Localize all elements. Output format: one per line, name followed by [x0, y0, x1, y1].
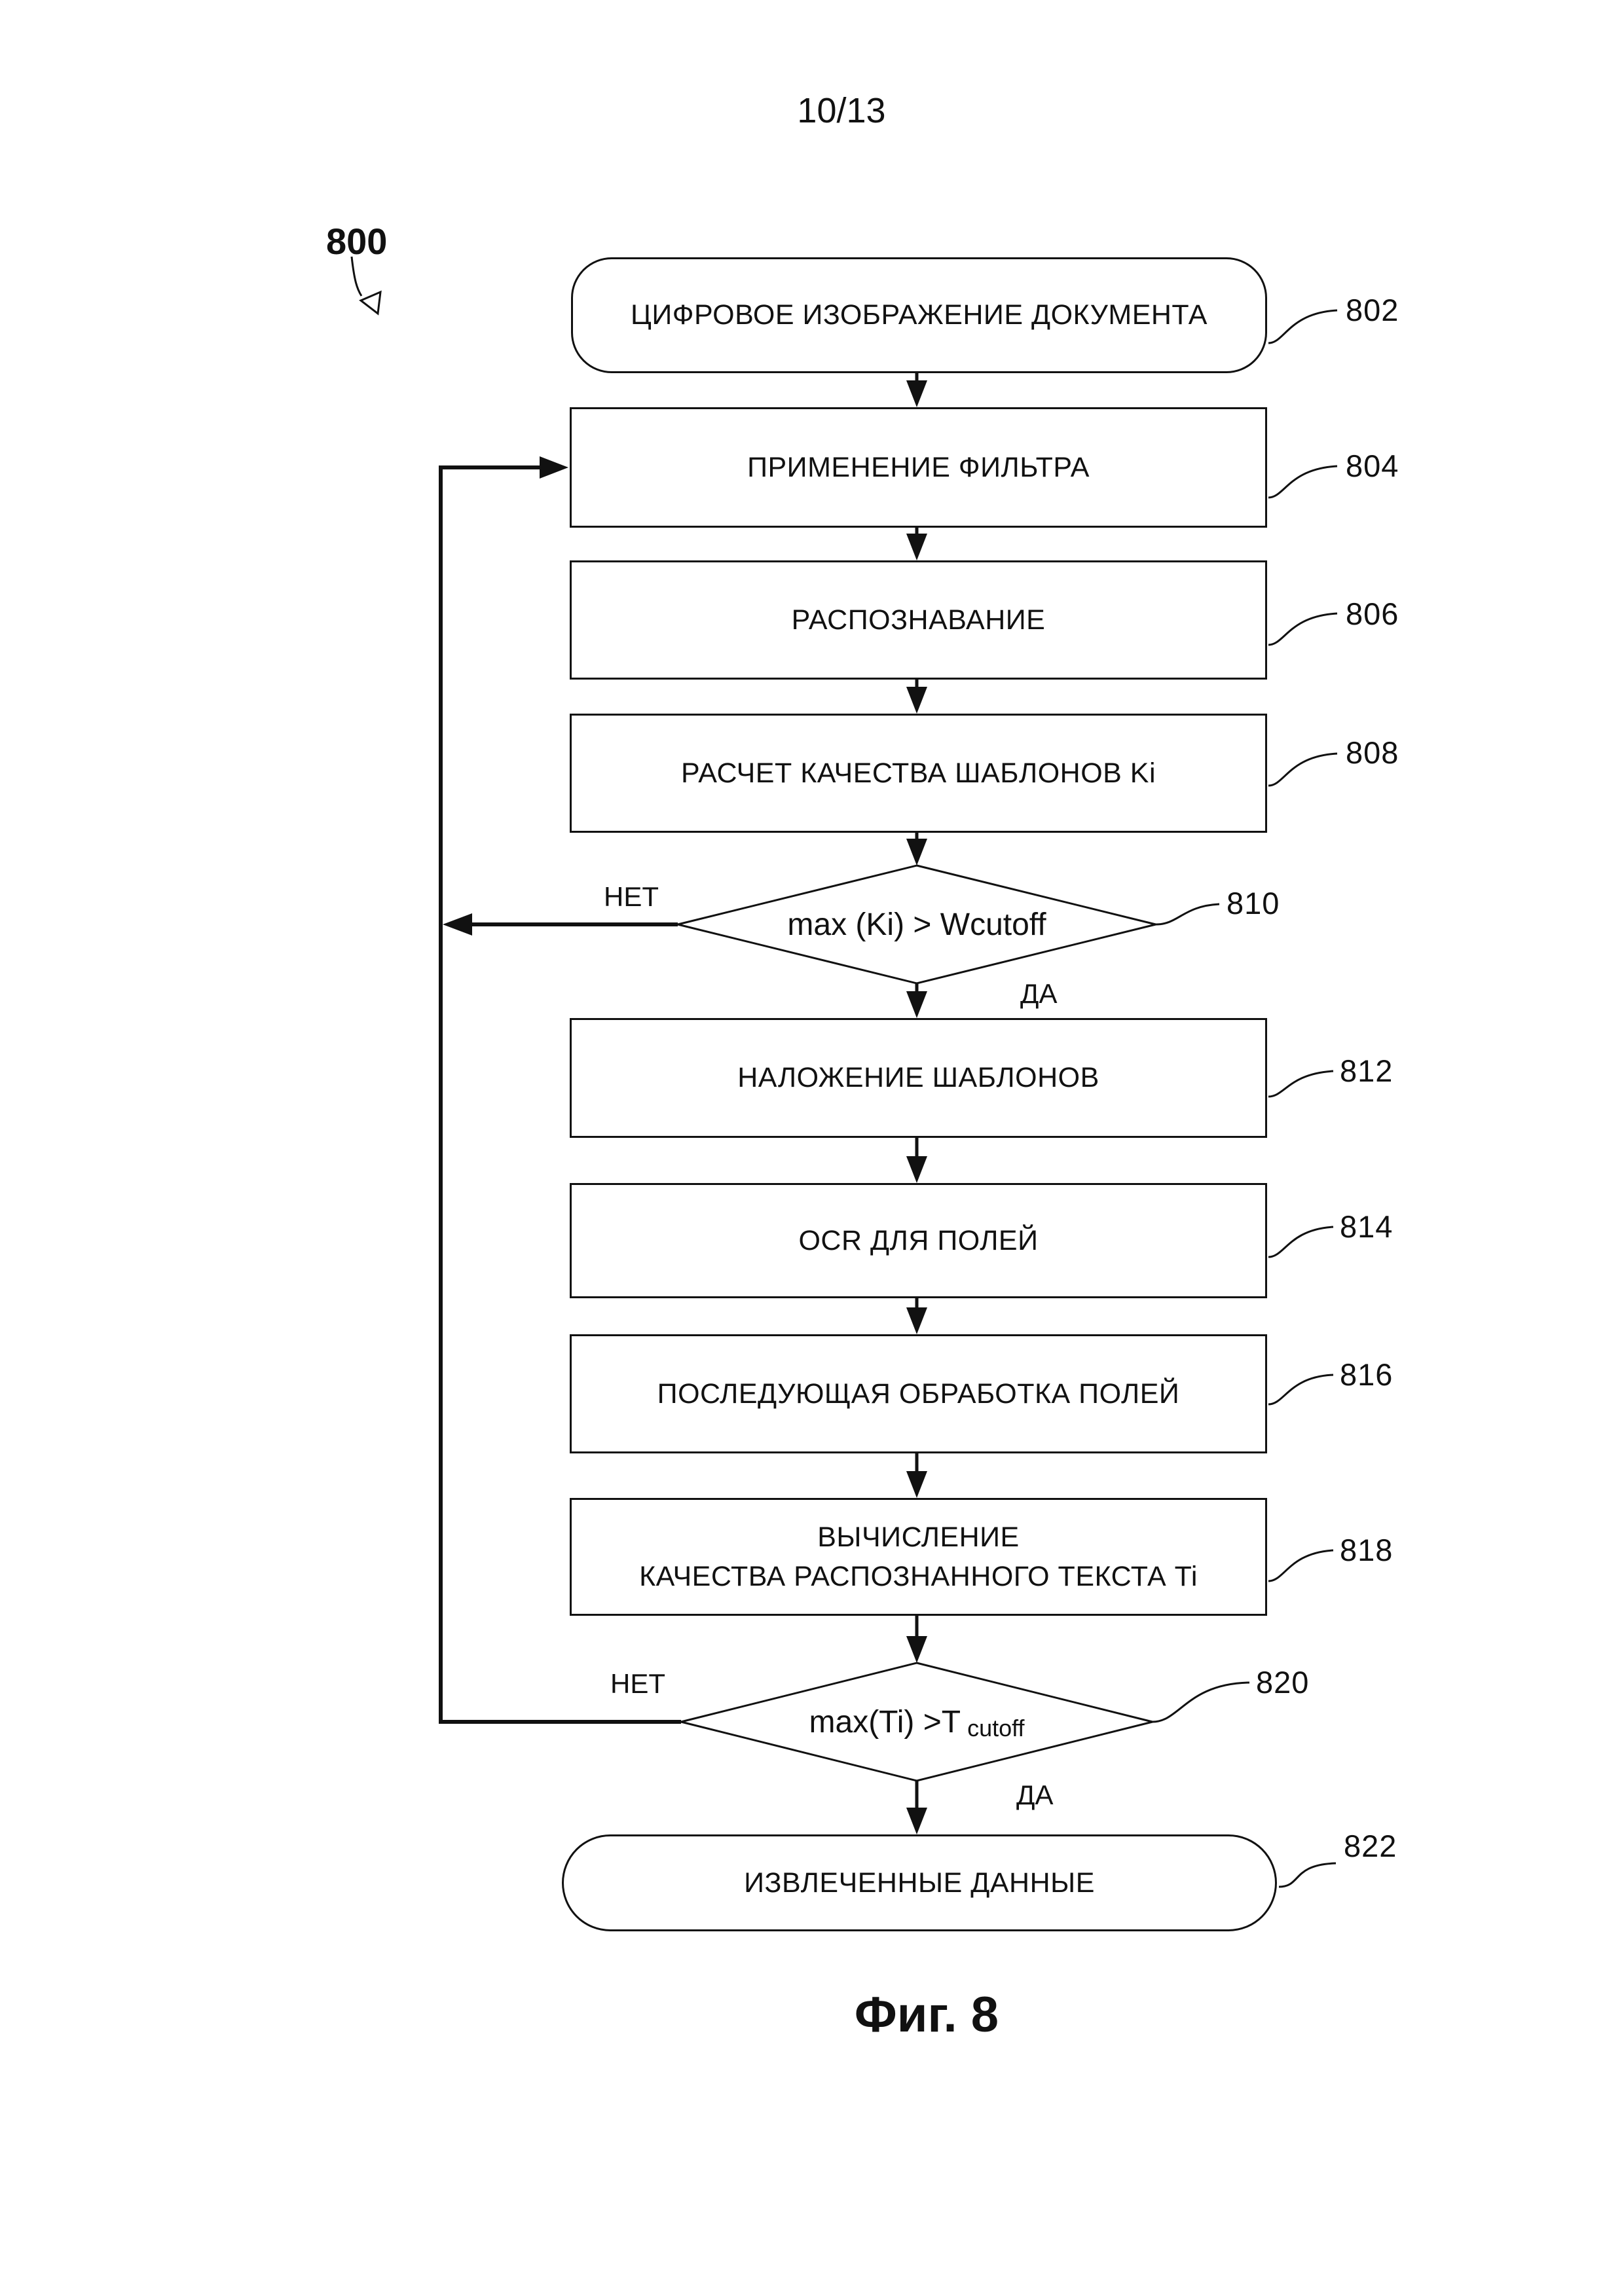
decision-820-label-subscript: cutoff: [967, 1715, 1025, 1741]
node-814-ocr-fields: OCR ДЛЯ ПОЛЕЙ: [570, 1183, 1267, 1298]
arrow-814-816-head: [906, 1307, 927, 1334]
ref-804: 804: [1346, 448, 1399, 483]
diagram-ref-label: 800: [326, 221, 388, 262]
diagram-ref-pointer-arrowhead: [359, 290, 382, 316]
ref-leader-818: [1268, 1549, 1334, 1582]
arrow-808-810-head: [906, 839, 927, 866]
feedback-loop-line: [439, 465, 681, 1724]
ref-802: 802: [1346, 293, 1399, 327]
node-802-digital-image: ЦИФРОВОЕ ИЗОБРАЖЕНИЕ ДОКУМЕНТА: [571, 257, 1267, 373]
arrow-812-814-head: [906, 1156, 927, 1183]
node-818-label: ВЫЧИСЛЕНИЕ КАЧЕСТВА РАСПОЗНАННОГО ТЕКСТА…: [639, 1518, 1198, 1596]
ref-814: 814: [1340, 1209, 1393, 1244]
arrow-816-818-head: [906, 1471, 927, 1498]
decision-820-label: max(Ti) >T cutoff: [681, 1663, 1153, 1781]
branch-no-810-label: НЕТ: [604, 881, 659, 912]
arrow-810-812-head: [906, 991, 927, 1018]
branch-no-810-arrowhead: [443, 913, 472, 936]
ref-leader-820: [1152, 1681, 1250, 1723]
node-812-template-overlay: НАЛОЖЕНИЕ ШАБЛОНОВ: [570, 1018, 1267, 1138]
figure-caption: Фиг. 8: [854, 1987, 999, 2043]
diagram-ref-pointer-line: [350, 256, 363, 297]
decision-820-label-main: max(Ti) >T: [809, 1704, 961, 1740]
arrow-820-822-head: [906, 1808, 927, 1834]
node-818-text-quality: ВЫЧИСЛЕНИЕ КАЧЕСТВА РАСПОЗНАННОГО ТЕКСТА…: [570, 1498, 1267, 1616]
ref-808: 808: [1346, 735, 1399, 770]
ref-822: 822: [1344, 1829, 1397, 1863]
ref-leader-810: [1155, 903, 1220, 926]
feedback-loop-arrowhead-into-804: [540, 456, 568, 479]
node-822-extracted-data: ИЗВЛЕЧЕННЫЕ ДАННЫЕ: [562, 1834, 1277, 1931]
branch-yes-820-label: ДА: [1016, 1779, 1054, 1810]
ref-806: 806: [1346, 596, 1399, 631]
node-804-apply-filter: ПРИМЕНЕНИЕ ФИЛЬТРА: [570, 407, 1267, 528]
node-808-template-quality: РАСЧЕТ КАЧЕСТВА ШАБЛОНОВ Ki: [570, 714, 1267, 833]
node-816-field-postprocessing: ПОСЛЕДУЮЩАЯ ОБРАБОТКА ПОЛЕЙ: [570, 1334, 1267, 1453]
ref-leader-816: [1268, 1374, 1334, 1406]
node-818-label-line1: ВЫЧИСЛЕНИЕ: [817, 1521, 1020, 1553]
ref-leader-814: [1268, 1226, 1334, 1258]
ref-820: 820: [1256, 1665, 1310, 1700]
decision-820-diamond: [680, 1662, 1153, 1782]
decision-810-diamond: [677, 864, 1156, 985]
arrow-802-804-head: [906, 380, 927, 407]
branch-yes-810-label: ДА: [1020, 978, 1058, 1009]
ref-816: 816: [1340, 1357, 1393, 1392]
ref-leader-808: [1268, 752, 1338, 787]
branch-no-820-label: НЕТ: [610, 1668, 665, 1699]
arrow-806-808-head: [906, 687, 927, 714]
arrow-818-820-head: [906, 1636, 927, 1663]
node-806-recognition: РАСПОЗНАВАНИЕ: [570, 560, 1267, 680]
ref-810: 810: [1227, 886, 1280, 920]
ref-leader-806: [1268, 612, 1338, 646]
ref-818: 818: [1340, 1533, 1393, 1567]
ref-leader-804: [1268, 465, 1338, 499]
ref-leader-802: [1268, 309, 1338, 344]
decision-810-label: max (Ki) > Wcutoff: [787, 907, 1046, 942]
arrow-804-806-head: [906, 534, 927, 560]
ref-812: 812: [1340, 1053, 1393, 1088]
ref-leader-822: [1278, 1862, 1337, 1888]
page-number: 10/13: [797, 91, 886, 130]
ref-leader-812: [1268, 1070, 1334, 1098]
node-818-label-line2: КАЧЕСТВА РАСПОЗНАННОГО ТЕКСТА Ti: [639, 1561, 1198, 1592]
